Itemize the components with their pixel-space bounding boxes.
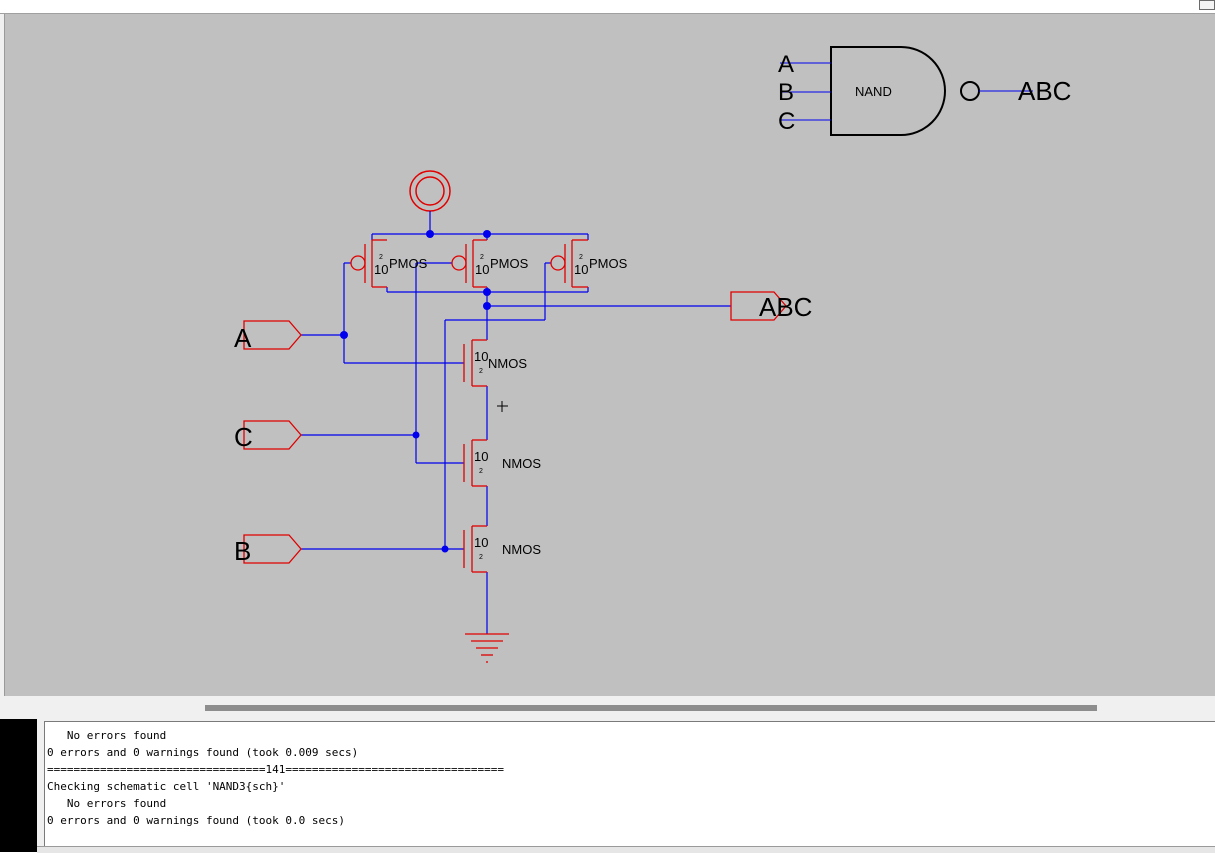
pmos-label: PMOS — [490, 256, 529, 271]
schematic-canvas[interactable]: NAND A B C ABC — [4, 14, 1215, 696]
nmos-length: 2 — [479, 368, 483, 375]
nmos-label: NMOS — [502, 456, 541, 471]
icon-input-label-c: C — [778, 108, 795, 135]
nmos-transistor-2[interactable]: 10 2 NMOS — [463, 439, 541, 487]
pmos-label: PMOS — [389, 256, 428, 271]
window-corner-control[interactable] — [1199, 0, 1215, 10]
vdd-power-icon[interactable] — [409, 170, 451, 212]
nand-body-icon — [830, 46, 946, 136]
nmos-length: 2 — [479, 468, 483, 475]
console-line: 0 errors and 0 warnings found (took 0.0 … — [47, 814, 346, 827]
wire-junctions — [340, 230, 491, 553]
nand-gate-icon[interactable]: NAND A B C ABC — [778, 46, 1071, 136]
input-port-c[interactable]: C — [234, 420, 302, 452]
messages-console[interactable]: No errors found 0 errors and 0 warnings … — [44, 721, 1215, 846]
port-label-abc: ABC — [759, 292, 812, 322]
cursor-crosshair-icon — [497, 401, 508, 412]
pmos-label: PMOS — [589, 256, 628, 271]
inversion-bubble-icon — [960, 81, 980, 101]
pmos-length: 2 — [379, 254, 383, 261]
nmos-label: NMOS — [502, 542, 541, 557]
nand-gate-label: NAND — [855, 84, 892, 99]
icon-input-label-a: A — [778, 51, 794, 78]
input-port-b[interactable]: B — [234, 534, 302, 566]
pmos-width: 10 — [475, 262, 489, 277]
nmos-length: 2 — [479, 554, 483, 561]
console-line: No errors found — [47, 797, 167, 810]
pmos-width: 10 — [574, 262, 588, 277]
window-top-border — [0, 0, 1215, 14]
horizontal-scrollbar[interactable] — [4, 697, 1215, 719]
pmos-transistor-2[interactable]: 2 10 PMOS — [451, 239, 529, 288]
output-port-abc[interactable]: ABC — [730, 291, 812, 322]
nmos-width: 10 — [474, 349, 488, 364]
nmos-width: 10 — [474, 535, 488, 550]
icon-input-label-b: B — [778, 79, 794, 106]
icon-output-label: ABC — [1018, 76, 1071, 106]
horizontal-scrollbar-thumb[interactable] — [205, 705, 1097, 711]
pmos-transistor-1[interactable]: 2 10 PMOS — [350, 239, 428, 288]
console-gutter — [0, 719, 37, 852]
nmos-label: NMOS — [488, 356, 527, 371]
pmos-width: 10 — [374, 262, 388, 277]
console-bottom-border — [37, 846, 1215, 853]
pmos-length: 2 — [480, 254, 484, 261]
console-line: =================================141====… — [47, 763, 504, 776]
console-line: No errors found — [47, 729, 167, 742]
nmos-width: 10 — [474, 449, 488, 464]
schematic-drawing: NAND A B C ABC — [234, 46, 1071, 663]
port-label-b: B — [234, 536, 251, 566]
input-port-a[interactable]: A — [234, 320, 302, 353]
pmos-length: 2 — [579, 254, 583, 261]
nmos-transistor-1[interactable]: 10 2 NMOS — [463, 339, 527, 387]
console-line: Checking schematic cell 'NAND3{sch}' — [47, 780, 286, 793]
port-label-c: C — [234, 422, 253, 452]
port-label-a: A — [234, 323, 252, 353]
console-line: 0 errors and 0 warnings found (took 0.00… — [47, 746, 359, 759]
pmos-transistor-3[interactable]: 2 10 PMOS — [550, 239, 628, 288]
ground-icon[interactable] — [465, 633, 509, 663]
nmos-transistor-3[interactable]: 10 2 NMOS — [463, 525, 541, 573]
